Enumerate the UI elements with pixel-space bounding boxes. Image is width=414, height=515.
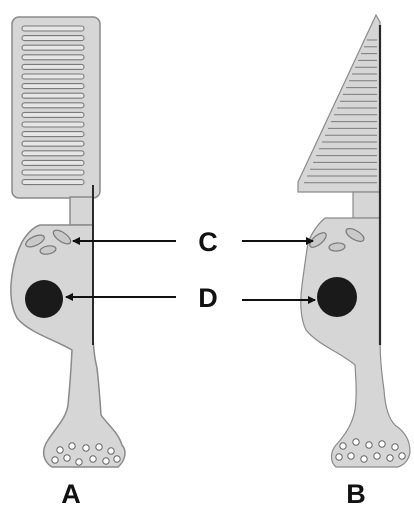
label-b: B [346, 479, 366, 509]
cone-cell [298, 15, 410, 467]
rod-vesicle [52, 457, 58, 463]
cone-vesicle [374, 453, 380, 459]
rod-vesicle [83, 445, 89, 451]
rod-vesicle [114, 456, 120, 462]
rod-disc [22, 55, 84, 60]
rod-vesicle [103, 458, 109, 464]
rod-disc [22, 160, 84, 165]
rod-disc [22, 141, 84, 146]
rod-disc [22, 103, 84, 108]
rod-disc [22, 151, 84, 156]
cone-vesicle [361, 456, 367, 462]
cone-vesicle [399, 453, 405, 459]
rod-vesicle [108, 448, 114, 454]
rod-disc [22, 93, 84, 98]
rod-vesicle [90, 456, 96, 462]
cone-vesicle [353, 439, 359, 445]
cone-cell-body [301, 218, 410, 467]
cone-nucleus [317, 277, 357, 317]
rod-disc [22, 180, 84, 185]
rod-disc [22, 74, 84, 79]
cone-vesicle [336, 454, 342, 460]
cone-vesicle [392, 444, 398, 450]
rod-vesicle [76, 459, 82, 465]
cone-vesicle [340, 443, 346, 449]
rod-disc [22, 112, 84, 117]
label-a: A [61, 479, 81, 509]
rod-nucleus [25, 280, 63, 318]
rod-disc [22, 45, 84, 50]
cone-connecting-cilium [353, 192, 380, 218]
rod-vesicle [57, 447, 63, 453]
rod-disc [22, 26, 84, 31]
cone-outer-segment [298, 15, 380, 192]
cone-vesicle [348, 453, 354, 459]
rod-discs [22, 26, 84, 185]
rod-connecting-cilium [70, 197, 93, 225]
cone-vesicle [387, 455, 393, 461]
rod-vesicle [96, 444, 102, 450]
rod-disc [22, 122, 84, 127]
rod-disc [22, 84, 84, 89]
rod-vesicle [64, 455, 70, 461]
rod-disc [22, 36, 84, 41]
label-d: D [198, 283, 218, 313]
rod-vesicle [69, 443, 75, 449]
cone-vesicle [366, 442, 372, 448]
rod-cell-body [11, 225, 125, 467]
rod-disc [22, 64, 84, 69]
label-c: C [198, 227, 218, 257]
cone-vesicle [379, 441, 385, 447]
rod-disc [22, 132, 84, 137]
rod-disc [22, 170, 84, 175]
